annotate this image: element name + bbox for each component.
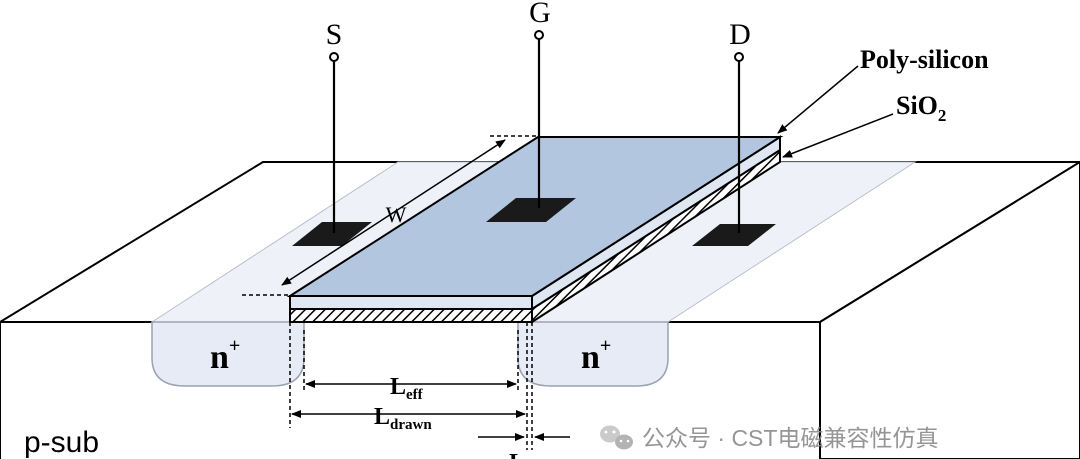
drain-label: D [729,18,751,51]
source-label: S [326,18,343,51]
watermark-text: 公众号 · CST电磁兼容性仿真 [642,425,938,451]
gate-terminal [534,30,544,208]
gate-contact [486,198,576,222]
substrate-label: p-sub [24,426,99,459]
poly-front-face [289,295,533,310]
poly-callout-line [777,65,859,134]
leff-label: Leff [390,374,424,403]
poly-callout-label: Poly-silicon [860,45,989,74]
width-label: W [386,202,407,227]
ldrawn-label: Ldrawn [374,404,432,433]
ld-label: L [509,450,525,459]
length-dimension-guides [289,322,533,450]
drain-contact [692,224,776,246]
left-n-plus-label: n+ [210,335,240,376]
left-n-plus-well [151,321,305,387]
oxide-front-face [289,308,533,323]
width-dimension [242,135,538,296]
oxide-callout-line [782,113,894,158]
wechat-icon [600,425,633,450]
oxide-callout-label: SiO2 [896,91,946,125]
gate-label: G [529,0,551,29]
right-n-plus-label: n+ [581,335,611,376]
right-n-plus-well [517,321,669,387]
drain-terminal [734,52,744,233]
